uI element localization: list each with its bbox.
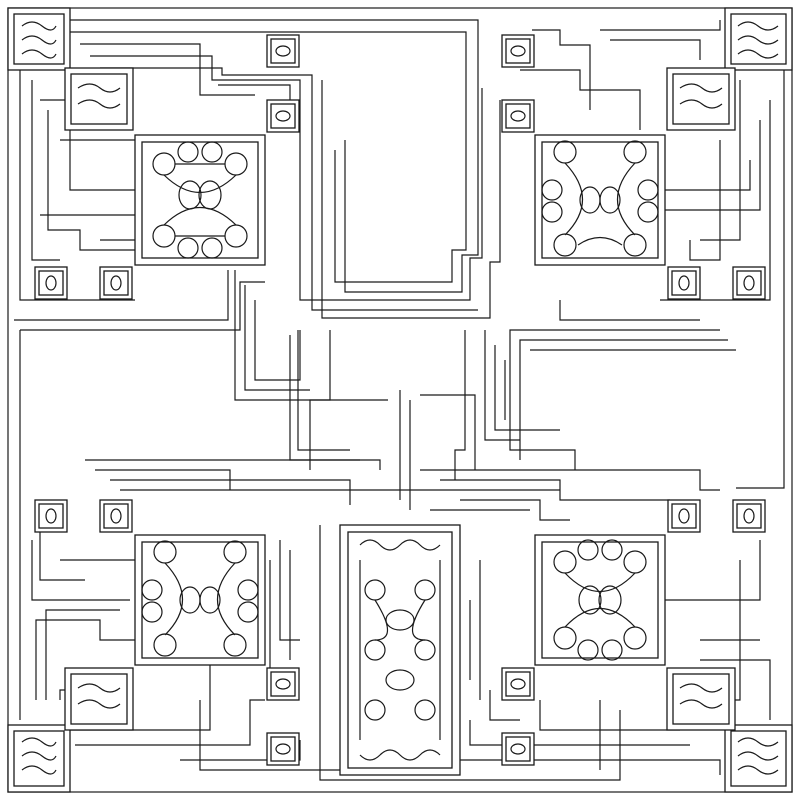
connector-top-d (501, 99, 535, 133)
routing-wires (14, 19, 785, 781)
connector-left-a (34, 266, 68, 300)
connector-mid-left-a (34, 499, 68, 533)
connector-left-b (99, 266, 133, 300)
outer-frame (7, 7, 793, 793)
connector-top-b (266, 99, 300, 133)
connector-mid-left-b (99, 499, 133, 533)
secondary-tiles (64, 67, 736, 731)
connector-bottom-d (501, 732, 535, 766)
corner-tile-bottom-left (7, 724, 71, 793)
module-bottom-right (534, 534, 666, 666)
connector-right-a (667, 266, 701, 300)
corner-tile-bottom-right (724, 724, 793, 793)
corner-tile-top-left (7, 7, 71, 71)
module-top-right (534, 134, 666, 266)
corner-tile-top-right (724, 7, 793, 71)
module-bottom-left (134, 534, 266, 666)
connector-top-a (266, 34, 300, 68)
connector-mid-right-b (732, 499, 766, 533)
connector-bottom-a (266, 667, 300, 701)
connector-bottom-b (266, 732, 300, 766)
module-center-column (339, 524, 461, 776)
module-top-left (134, 134, 266, 266)
connector-mid-right-a (667, 499, 701, 533)
connector-bottom-c (501, 667, 535, 701)
connector-right-b (732, 266, 766, 300)
connector-top-c (501, 34, 535, 68)
